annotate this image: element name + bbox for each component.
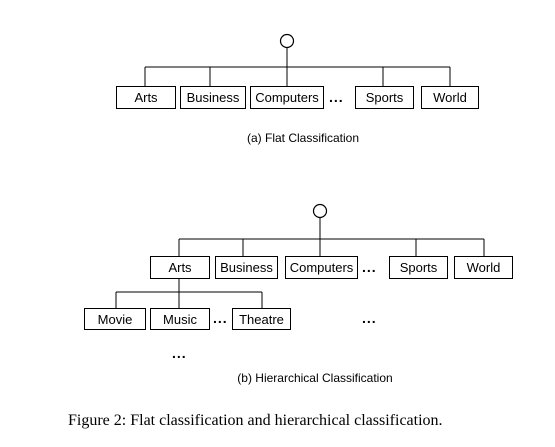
figure-caption: Figure 2: Flat classification and hierar… xyxy=(68,412,443,429)
flat-category-world: World xyxy=(421,86,479,109)
flat-category-computers: Computers xyxy=(250,86,324,109)
hier-category-sports: Sports xyxy=(389,256,448,279)
flat-category-business: Business xyxy=(180,86,246,109)
flat-ellipsis: ... xyxy=(329,89,344,105)
hier-category-computers: Computers xyxy=(285,256,358,279)
hier-category-world: World xyxy=(454,256,513,279)
arts-child-ellipsis: ... xyxy=(213,310,228,326)
hier-caption: (b) Hierarchical Classification xyxy=(237,371,393,385)
arts-child-theatre: Theatre xyxy=(232,308,291,330)
hier-right-ellipsis: ... xyxy=(362,310,377,326)
flat-category-sports: Sports xyxy=(355,86,414,109)
hier-category-arts: Arts xyxy=(150,256,210,279)
hier-root-node xyxy=(312,203,328,219)
flat-caption: (a) Flat Classification xyxy=(246,131,360,145)
arts-child-movie: Movie xyxy=(84,308,146,330)
flat-category-arts: Arts xyxy=(116,86,176,109)
flat-root-node xyxy=(279,33,295,49)
hier-ellipsis: ... xyxy=(362,259,377,275)
arts-child-music: Music xyxy=(150,308,210,330)
hier-category-business: Business xyxy=(215,256,278,279)
hier-bottom-ellipsis: ... xyxy=(172,345,187,361)
